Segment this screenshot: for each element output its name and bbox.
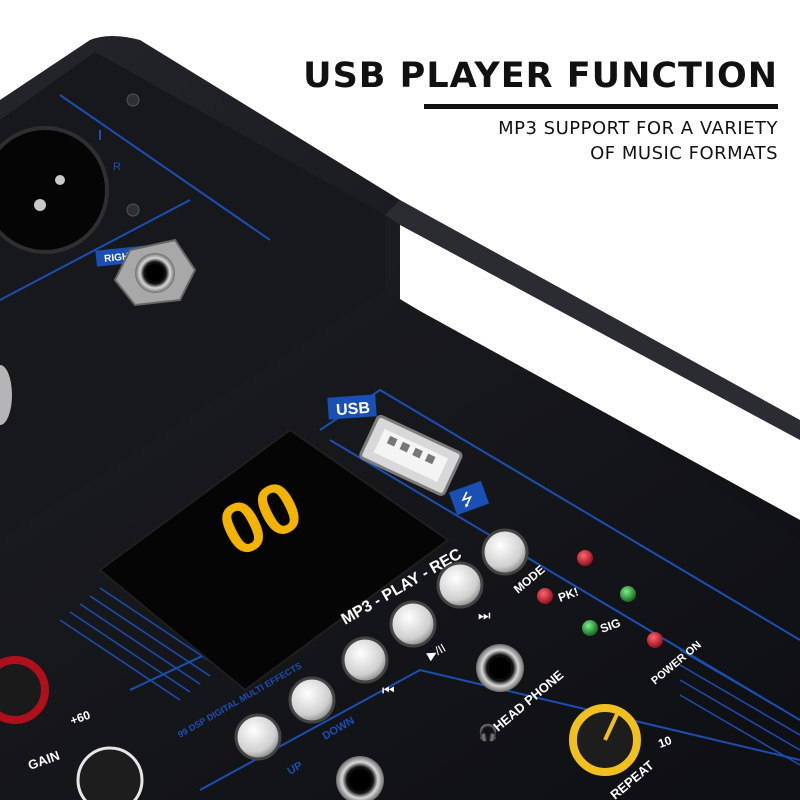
effect-up-button[interactable] bbox=[234, 713, 282, 761]
r-channel-label: R bbox=[113, 161, 121, 173]
headline-title: USB PLAYER FUNCTION bbox=[303, 56, 778, 96]
effect-down-button[interactable] bbox=[288, 676, 336, 724]
sig-led-top bbox=[620, 586, 636, 602]
blue-hatching bbox=[59, 587, 800, 766]
xlr-input-connector[interactable] bbox=[0, 126, 109, 254]
pk-led-top bbox=[577, 550, 593, 566]
xlr-pin bbox=[34, 199, 46, 211]
play-pause-button[interactable] bbox=[389, 600, 437, 648]
sig-label: SIG bbox=[598, 616, 622, 636]
prev-track-button[interactable] bbox=[341, 636, 389, 684]
usb-port[interactable] bbox=[359, 414, 463, 496]
next-track-button[interactable] bbox=[436, 561, 484, 609]
xlr-pin bbox=[55, 175, 65, 185]
screw-top bbox=[126, 93, 140, 107]
power-led bbox=[647, 632, 663, 648]
subtitle-line-2: OF MUSIC FORMATS bbox=[590, 143, 778, 164]
headphone-jack-hole bbox=[489, 657, 511, 679]
left-silver-knob[interactable] bbox=[0, 365, 12, 425]
sig-led bbox=[582, 620, 598, 636]
usb-icon: ⭍ bbox=[458, 489, 477, 510]
screw-middle bbox=[126, 203, 140, 217]
usb-symbol-badge bbox=[448, 480, 490, 516]
usb-label-badge bbox=[327, 394, 377, 420]
repeat-knob-pointer bbox=[603, 711, 620, 741]
subtitle-line-1: MP3 SUPPORT FOR A VARIETY bbox=[498, 118, 778, 139]
repeat-max-label: 10 bbox=[656, 733, 674, 751]
led-display bbox=[98, 428, 450, 692]
headline-rule bbox=[424, 104, 778, 109]
jack-hole bbox=[146, 264, 164, 282]
headphone-icon: 🎧 bbox=[478, 723, 498, 742]
gain-knob-red[interactable] bbox=[0, 656, 49, 724]
mode-button[interactable] bbox=[481, 528, 529, 576]
gain-knob[interactable] bbox=[76, 746, 144, 800]
pk-label: PK! bbox=[556, 585, 580, 605]
usb-label: USB bbox=[336, 400, 371, 419]
next-icon: ⏭ bbox=[478, 607, 491, 623]
mixer-side-edge bbox=[385, 200, 800, 440]
prev-icon: ⏮ bbox=[382, 682, 395, 698]
headline-subtitle: MP3 SUPPORT FOR A VARIETY OF MUSIC FORMA… bbox=[358, 116, 778, 166]
gain-max-label: +60 bbox=[68, 708, 92, 728]
pk-led bbox=[537, 588, 553, 604]
output-jack-hole bbox=[349, 769, 371, 791]
